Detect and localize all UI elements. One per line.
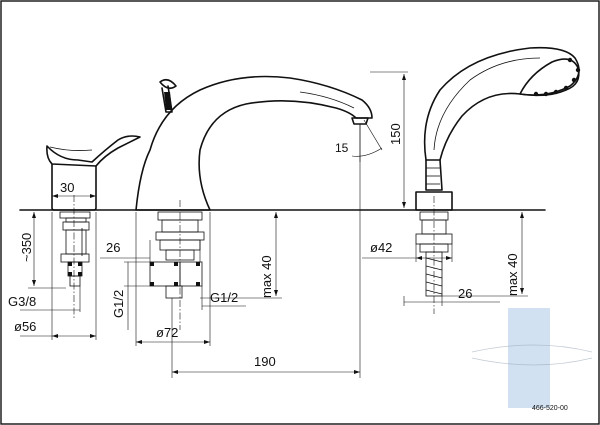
- dim-spout-height-max: max 40: [259, 255, 274, 298]
- dim-spout-thread-left: G1/2: [111, 290, 126, 318]
- handle-assembly: [46, 135, 141, 320]
- dim-handle-thread: G3/8: [8, 294, 36, 309]
- spray-nozzle-dots: [533, 57, 581, 97]
- dim-shower-height-max: max 40: [505, 253, 520, 296]
- dim-handle-height: ~350: [19, 233, 34, 262]
- handle-dimensions: [20, 176, 97, 340]
- spout-dimensions: [100, 119, 383, 378]
- dim-handle-base-dia: ø56: [14, 319, 36, 334]
- shower-dimensions: [362, 71, 528, 306]
- dim-spout-angle: 15: [335, 141, 349, 155]
- dim-handle-width: 30: [60, 180, 74, 195]
- spout-assembly: [135, 75, 373, 330]
- dim-shower-base-dia: ø42: [370, 240, 392, 255]
- dim-spout-reach: 190: [254, 354, 276, 369]
- shower-assembly: [415, 46, 581, 314]
- dim-spout-thread-right: G1/2: [210, 290, 238, 305]
- dim-shower-height: 150: [388, 123, 403, 145]
- dim-spout-fixing: 26: [106, 240, 120, 255]
- dim-shower-fixing: 26: [458, 286, 472, 301]
- drawing-code: 466-520-00: [532, 405, 568, 412]
- watermark: [471, 308, 593, 408]
- dim-spout-base-dia: ø72: [156, 325, 178, 340]
